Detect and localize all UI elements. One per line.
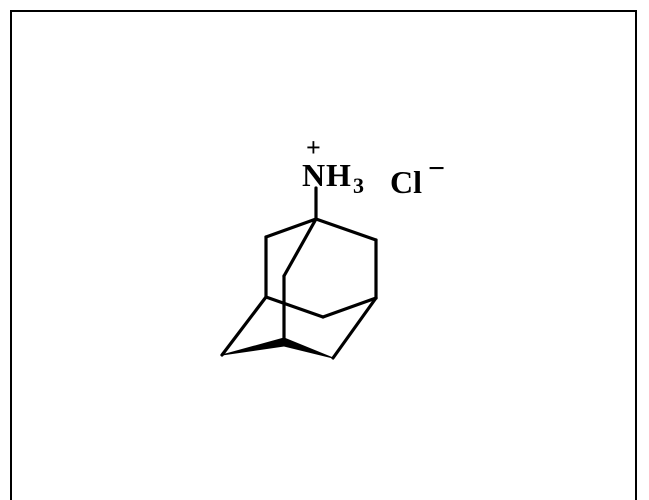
anion-charge: − bbox=[428, 152, 445, 185]
adamantane-cage bbox=[220, 186, 378, 360]
figure-frame bbox=[10, 10, 637, 500]
bond-left-ch-outer bbox=[220, 295, 268, 357]
hydrogen-count-subscript: 3 bbox=[353, 173, 364, 198]
nitrogen-label: N bbox=[302, 157, 325, 193]
bond-c1-left-ch2 bbox=[264, 217, 318, 239]
bond-c1-right-ch2 bbox=[314, 217, 378, 242]
bond-c1-back-ch2 bbox=[282, 217, 318, 278]
cation-charge: + bbox=[306, 133, 321, 162]
wedge-bonds bbox=[221, 337, 334, 359]
chloride-label: Cl bbox=[390, 164, 422, 200]
wedge-right-front bbox=[283, 337, 334, 359]
bond-right-ch-outer bbox=[331, 296, 378, 360]
hydrogen-label: H bbox=[326, 157, 351, 193]
bond-bridge-right-ch bbox=[321, 296, 378, 319]
bond-left-ch-bridge bbox=[264, 295, 325, 319]
